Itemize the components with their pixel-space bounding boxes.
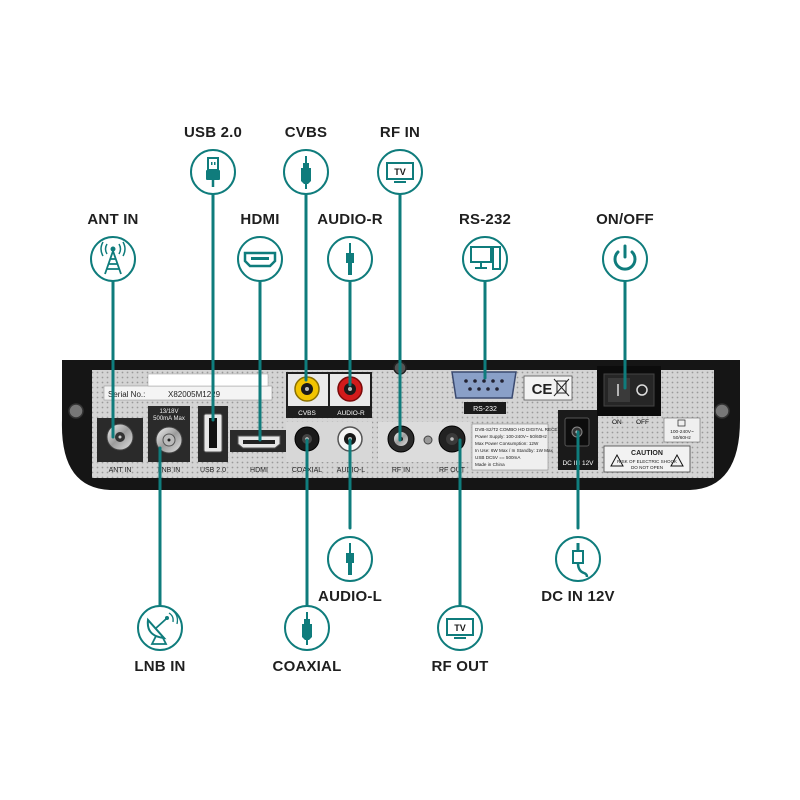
callout-label-cvbs: CVBS xyxy=(284,124,328,141)
port-cvbs[interactable]: CVBS xyxy=(294,376,320,417)
port-label-audio-r: AUDIO-R xyxy=(337,410,365,417)
lnb-note-current: 500mA Max xyxy=(153,416,185,422)
spec-line-6: Made in China xyxy=(475,462,505,467)
callout-label-rf-out: RF OUT xyxy=(431,658,489,675)
callout-label-lnb-in: LNB IN xyxy=(134,658,186,675)
port-label-usb: USB 2.0 xyxy=(200,467,226,474)
power-switch[interactable]: ON OFF xyxy=(597,366,661,426)
callout-label-ant-in: ANT IN xyxy=(87,211,139,228)
serial-sticker: Serial No.: X82005M1229 xyxy=(103,373,273,401)
port-label-ant-in: ANT IN xyxy=(109,467,132,474)
spec-line-5: USB DC5V == 500mA xyxy=(475,455,521,460)
panel-screw-left xyxy=(68,403,84,419)
switch-label-on: ON xyxy=(612,419,622,426)
caution-title: CAUTION xyxy=(631,450,663,457)
weee-bin-icon xyxy=(553,378,570,397)
tv-icon: TV xyxy=(377,149,423,195)
double-insulation-icon xyxy=(677,419,686,427)
lnb-note-voltage: 13/18V xyxy=(159,409,178,415)
switch-label-off: OFF xyxy=(636,419,649,426)
tv-icon-text-rf-out: TV xyxy=(454,623,466,633)
callout-label-dc-in: DC IN 12V xyxy=(541,588,615,605)
caution-label: CAUTION RISK OF ELECTRIC SHOCK DO NOT OP… xyxy=(603,445,691,473)
rca-plug-icon xyxy=(283,149,329,195)
satellite-dish-icon xyxy=(137,605,183,651)
spec-line-2: Power Supply: 100-240V~ 50/60Hz xyxy=(475,434,548,439)
audio-jack-icon-left xyxy=(327,536,373,582)
port-label-hdmi: HDMI xyxy=(250,467,268,474)
spec-line-3: Max Power Consumption: 12W xyxy=(475,441,539,446)
callout-label-audio-r: AUDIO-R xyxy=(317,211,383,228)
port-ant-in[interactable]: ANT IN xyxy=(97,418,143,474)
serial-label: Serial No.: xyxy=(108,390,145,399)
serial-value: X82005M1229 xyxy=(168,390,221,399)
ce-marking: CE xyxy=(523,375,573,401)
antenna-tower-icon xyxy=(90,236,136,282)
caution-line-1: RISK OF ELECTRIC SHOCK xyxy=(617,459,678,464)
port-audio-r[interactable]: AUDIO-R xyxy=(337,376,365,417)
dc-plug-icon xyxy=(555,536,601,582)
port-rs232[interactable]: RS-232 xyxy=(451,371,517,414)
callout-label-rf-in: RF IN xyxy=(379,124,421,141)
usb-icon xyxy=(190,149,236,195)
port-label-cvbs: CVBS xyxy=(298,410,316,417)
voltage-frequency: 50/60Hz xyxy=(673,435,691,441)
callout-label-hdmi: HDMI xyxy=(240,211,280,228)
power-icon xyxy=(602,236,648,282)
callout-label-on-off: ON/OFF xyxy=(596,211,654,228)
hdmi-icon xyxy=(237,236,283,282)
port-label-rs232: RS-232 xyxy=(473,406,497,413)
port-lnb-in[interactable]: 13/18V 500mA Max LNB IN xyxy=(148,406,190,474)
caution-line-2: DO NOT OPEN xyxy=(631,465,663,470)
voltage-label: 100-240V~ 50/60Hz xyxy=(663,417,701,443)
callout-label-usb: USB 2.0 xyxy=(183,124,243,141)
port-label-rf-out: RF OUT xyxy=(439,467,466,474)
port-label-lnb-in: LNB IN xyxy=(158,467,181,474)
spec-line-1: DVB-S2/T2 COMBO HD DIGITAL RECEIVER xyxy=(475,427,569,432)
tv-icon-text-rf-in: TV xyxy=(394,167,406,177)
spec-line-4: In Use: 6W Max / In Standby: 1W Max xyxy=(475,448,554,453)
audio-jack-icon xyxy=(327,236,373,282)
voltage-range: 100-240V~ xyxy=(670,429,694,435)
tv-icon-rf-out: TV xyxy=(437,605,483,651)
callout-label-audio-l: AUDIO-L xyxy=(318,588,382,605)
warning-icon xyxy=(610,453,624,467)
shock-warning-icon xyxy=(670,453,684,467)
callout-label-coaxial: COAXIAL xyxy=(272,658,342,675)
receiver-back-panel: Serial No.: X82005M1229 ANT IN 13/18V 50… xyxy=(61,360,740,490)
ce-mark-text: CE xyxy=(532,381,553,398)
callout-label-rs232: RS-232 xyxy=(458,211,512,228)
leader-lines xyxy=(111,193,627,607)
computer-icon xyxy=(462,236,508,282)
callout-icons: TV xyxy=(90,149,648,651)
port-label-rf-in: RF IN xyxy=(392,467,410,474)
coaxial-plug-icon xyxy=(284,605,330,651)
spec-label: DVB-S2/T2 COMBO HD DIGITAL RECEIVER Powe… xyxy=(471,423,569,471)
panel-screw-right xyxy=(714,403,730,419)
